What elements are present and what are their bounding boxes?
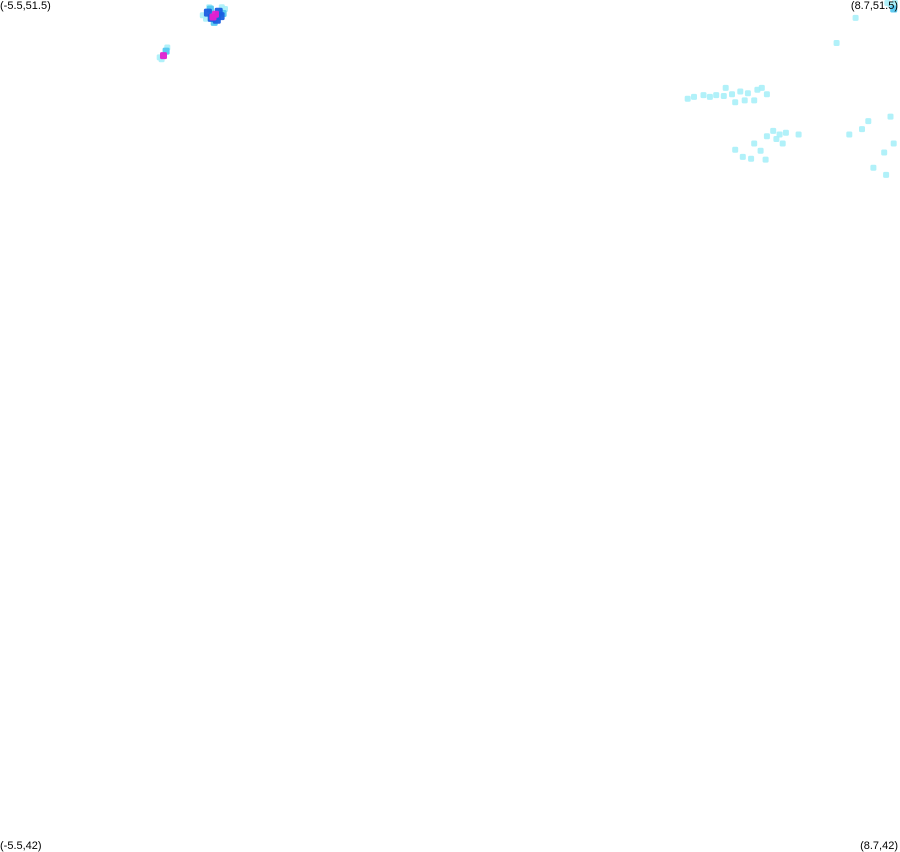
- map-point-low: [751, 97, 758, 104]
- map-point-low: [748, 155, 755, 162]
- map-point-low: [884, 0, 891, 6]
- map-point-low: [706, 93, 713, 100]
- map-point-low: [691, 93, 697, 100]
- map-point-low: [770, 127, 777, 134]
- map-point-low: [729, 91, 735, 98]
- map-point-low: [744, 90, 751, 97]
- map-point-low: [763, 91, 770, 98]
- map-point-low: [887, 113, 894, 120]
- map-point-peak: [212, 10, 219, 18]
- map-point-low: [732, 99, 739, 106]
- map-point-low: [741, 97, 748, 104]
- map-point-low: [779, 140, 786, 147]
- map-point-low: [833, 40, 840, 46]
- corner-label-bottom-right: (8.7,42): [860, 840, 898, 852]
- map-point-low: [720, 93, 727, 99]
- map-point-low: [754, 86, 761, 93]
- corner-label-top-left: (-5.5,51.5): [0, 0, 51, 12]
- map-point-low: [891, 0, 898, 6]
- map-point-peak: [160, 52, 167, 60]
- map-point-low: [757, 147, 764, 154]
- map-point-low: [881, 149, 888, 156]
- map-point-low: [795, 131, 802, 138]
- map-point-low: [846, 131, 853, 138]
- map-point-low: [773, 136, 780, 142]
- map-point-low: [859, 126, 865, 133]
- map-point-low: [883, 171, 890, 178]
- map-point-low: [852, 14, 859, 21]
- map-point-low: [762, 156, 769, 163]
- map-point-low: [684, 95, 691, 102]
- map-point-low: [700, 92, 707, 99]
- map-point-low: [751, 140, 758, 147]
- map-point-low: [782, 129, 789, 136]
- corner-label-top-right: (8.7,51.5): [850, 0, 898, 12]
- map-point-low: [776, 131, 783, 138]
- map-point-low: [739, 153, 746, 160]
- map-point-low: [890, 140, 897, 147]
- map-point-mid: [890, 5, 898, 13]
- map-point-low: [722, 84, 729, 91]
- map-point-low: [713, 92, 720, 99]
- map-point-low: [870, 164, 877, 171]
- map-point-low: [763, 133, 770, 140]
- map-point-low: [732, 146, 739, 153]
- map-point-low: [737, 88, 744, 95]
- map-point-low: [865, 118, 872, 125]
- corner-label-bottom-left: (-5.5,42): [0, 840, 42, 852]
